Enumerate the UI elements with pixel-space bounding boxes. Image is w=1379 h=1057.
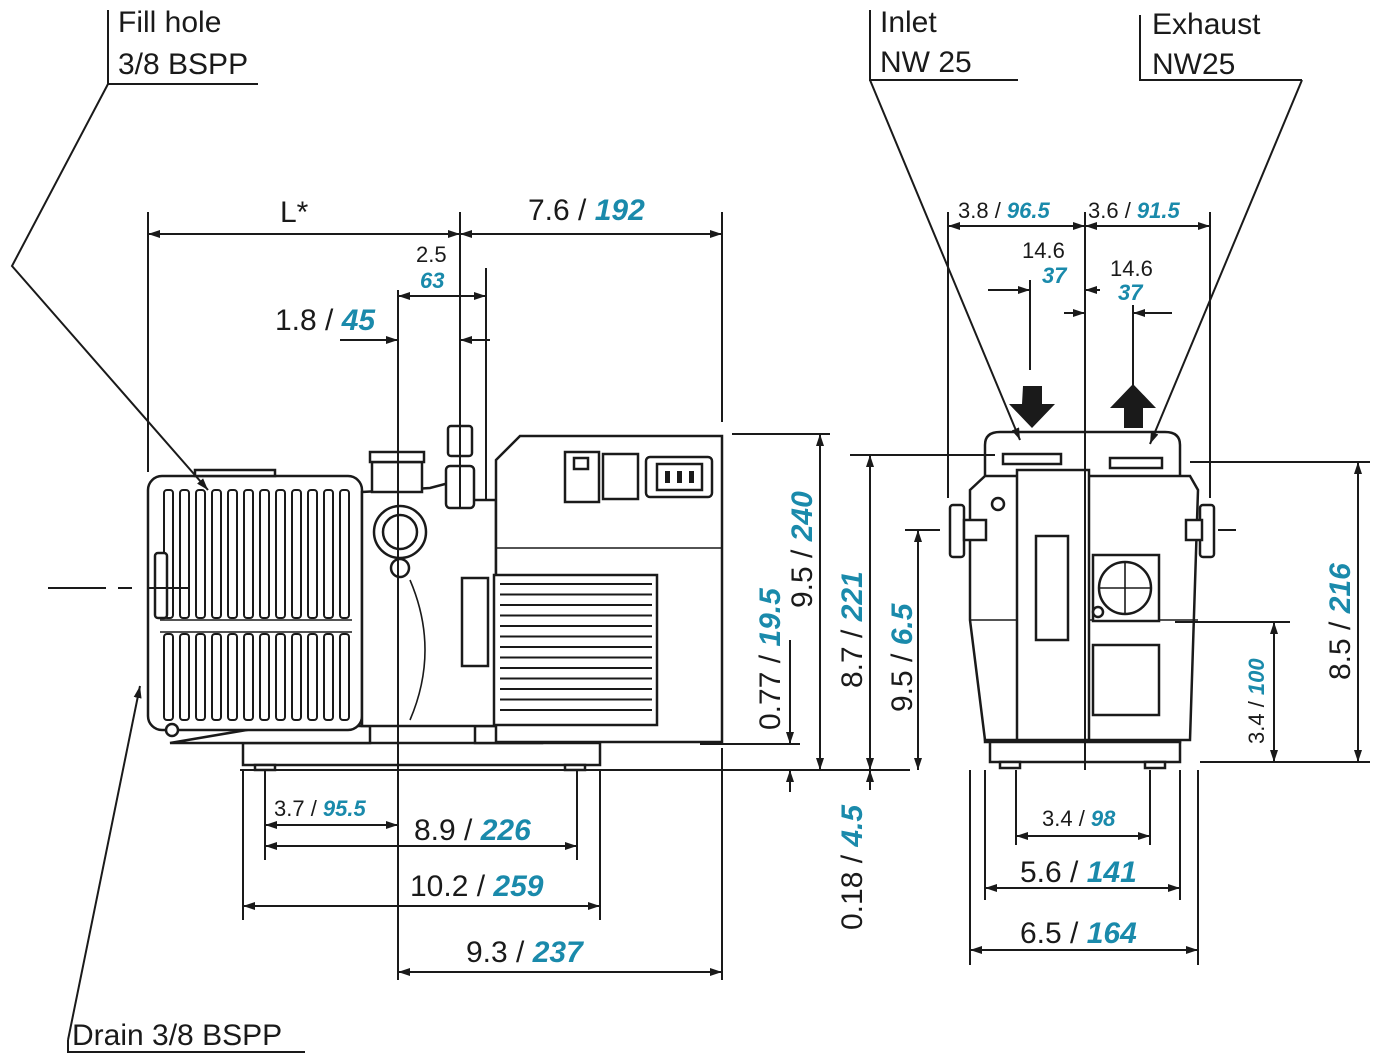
side-view-pump: [146, 424, 724, 772]
callout-leaders: [10, 10, 1303, 1053]
power-switch: [601, 452, 640, 501]
inlet-flange-size: NW 25: [880, 46, 972, 79]
dim-3-7: 3.7 / 95.5: [274, 796, 367, 821]
motor-fan-grille: [492, 573, 659, 727]
left-side-port: [948, 503, 966, 559]
exhaust-flow-arrow: [1110, 384, 1156, 428]
coupling-cover: [460, 576, 490, 668]
exhaust-flange-size: NW25: [1152, 48, 1235, 81]
dim-14-6-b-mm: 37: [1118, 280, 1144, 305]
dim-2-5-mm: 63: [420, 268, 444, 293]
dim-3-4-a: 3.4 / 100: [1244, 658, 1269, 744]
sight-glass: [153, 551, 169, 620]
fill-hole-boss: [193, 468, 277, 478]
dim-14-6-b-in: 14.6: [1110, 256, 1153, 281]
dim-8-9: 8.9 / 226: [414, 814, 531, 847]
dim-3-8: 3.8 / 96.5: [958, 198, 1051, 223]
dim-6-5: 6.5 / 164: [1020, 917, 1137, 950]
inlet-flow-arrow: [1009, 386, 1055, 428]
dim-3-4-b: 3.4 / 98: [1042, 806, 1116, 831]
dim-8-5: 8.5 / 216: [1324, 563, 1357, 680]
motor-grille-slots: [500, 583, 652, 711]
drain-plug: [164, 722, 180, 738]
inlet-label: Inlet: [880, 6, 937, 39]
exhaust-flange-front: [1108, 456, 1164, 470]
dim-0-77: 0.77 / 19.5: [754, 587, 787, 730]
fill-hole-thread: 3/8 BSPP: [118, 48, 248, 81]
fill-hole-label: Fill hole: [118, 6, 221, 39]
dim-10-2: 10.2 / 259: [410, 870, 544, 903]
front-window: [1034, 534, 1070, 642]
dim-2-5-in: 2.5: [416, 242, 447, 267]
dim-0-18: 0.18 / 4.5: [836, 804, 869, 930]
inlet-flange-front: [1001, 452, 1063, 466]
dim-9-5-a: 9.5 / 240: [786, 491, 819, 608]
dim-1-8: 1.8 / 45: [275, 304, 376, 337]
dim-14-6-a-in: 14.6: [1022, 238, 1065, 263]
dim-8-7: 8.7 / 221: [836, 571, 869, 688]
dim-14-6-a-mm: 37: [1042, 263, 1068, 288]
dim-3-6: 3.6 / 91.5: [1088, 198, 1181, 223]
dim-9-3: 9.3 / 237: [466, 936, 584, 969]
exhaust-label: Exhaust: [1152, 8, 1261, 41]
dimension-lines: [148, 222, 1362, 976]
casing-ribs: [163, 489, 350, 721]
base-plate: [241, 741, 602, 767]
extension-lines: [48, 212, 1370, 980]
front-view-pump: [948, 384, 1216, 770]
dim-9-5-b: 9.5 / 6.5: [886, 602, 919, 712]
gas-ballast-knob: [389, 557, 411, 579]
dim-l-star: L*: [280, 196, 309, 229]
drain-label: Drain 3/8 BSPP: [72, 1019, 282, 1052]
dim-5-6: 5.6 / 141: [1020, 856, 1137, 889]
dim-7-6: 7.6 / 192: [528, 194, 645, 227]
